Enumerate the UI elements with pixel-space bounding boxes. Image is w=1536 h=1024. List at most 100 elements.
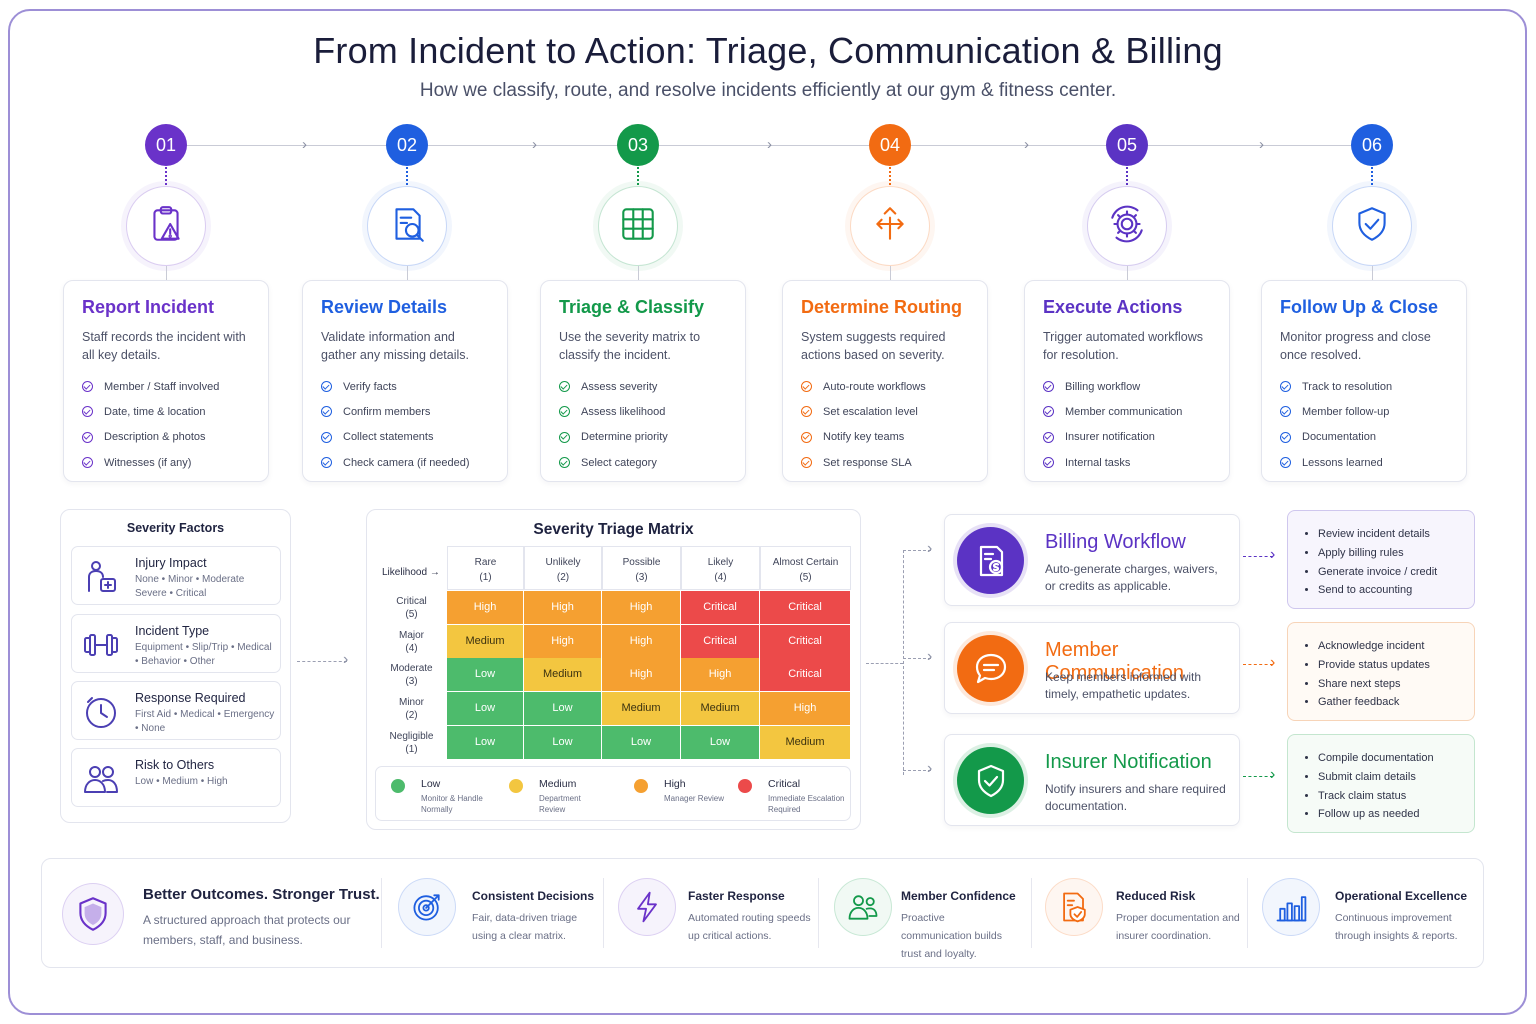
severity-factor-name: Incident Type xyxy=(135,624,210,638)
page-title: From Incident to Action: Triage, Communi… xyxy=(313,30,1223,71)
checklist-item-label: Determine priority xyxy=(581,431,668,444)
severity-name: Negligible xyxy=(389,731,434,742)
checklist-item-label: Documentation xyxy=(1302,431,1376,444)
severity-score: (3) xyxy=(405,676,418,687)
likelihood-name: Rare xyxy=(474,557,497,568)
workflow-step-item: Share next steps xyxy=(1318,675,1474,694)
severity-name: Major xyxy=(398,630,424,641)
checklist-item: Select category xyxy=(559,450,729,475)
likelihood-name: Almost Certain xyxy=(772,557,839,568)
checklist-item-label: Witnesses (if any) xyxy=(104,456,192,469)
check-circle-icon xyxy=(559,381,570,393)
matrix-cell: Critical xyxy=(760,658,850,691)
target-icon xyxy=(398,878,456,936)
check-circle-icon xyxy=(82,457,93,469)
matrix-cell: Medium xyxy=(760,726,850,759)
checklist-item-label: Member follow-up xyxy=(1302,405,1390,418)
severity-factors-title: Severity Factors xyxy=(126,521,225,535)
workflow-description: Notify insurers and share required docum… xyxy=(1045,782,1226,813)
matrix-row-header: Major(4) xyxy=(376,629,447,655)
check-circle-icon xyxy=(801,406,812,418)
likelihood-score: (4) xyxy=(714,572,727,583)
step-card-connector xyxy=(166,266,167,280)
matrix-cell: Low xyxy=(447,658,523,691)
legend-level-action: Monitor & Handle Normally xyxy=(421,794,483,814)
outcome-description: Fair, data-driven triage using a clear m… xyxy=(472,912,578,942)
checklist-item-label: Confirm members xyxy=(343,405,431,418)
outcome-divider xyxy=(1031,878,1032,948)
workflow-steps: Acknowledge incidentProvide status updat… xyxy=(1318,637,1474,712)
checklist-item-label: Set escalation level xyxy=(823,405,918,418)
outcome-description: Proactive communication builds trust and… xyxy=(901,912,1002,960)
legend-level-name: Low xyxy=(421,778,441,790)
legend-swatch xyxy=(738,779,752,793)
workflow-steps-connector xyxy=(1243,664,1273,665)
checklist-item: Auto-route workflows xyxy=(801,374,971,399)
matrix-row-header: Moderate(3) xyxy=(376,662,447,688)
matrix-cell: Low xyxy=(447,692,523,725)
step-icon-circle xyxy=(1087,186,1167,266)
workflow-steps-connector xyxy=(1243,776,1273,777)
likelihood-name: Unlikely xyxy=(545,557,581,568)
step-icon-circle xyxy=(126,186,206,266)
step-title: Triage & Classify xyxy=(559,297,705,317)
check-circle-icon xyxy=(82,381,93,393)
workflow-branch-arrow xyxy=(903,550,931,551)
step-chevron-icon: › xyxy=(532,136,537,153)
step-number-badge: 06 xyxy=(1351,124,1393,166)
likelihood-score: (1) xyxy=(479,572,492,583)
checklist-item-label: Set response SLA xyxy=(823,456,912,469)
outcome-description: Continuous improvement through insights … xyxy=(1335,912,1458,942)
clock-icon xyxy=(80,691,122,733)
matrix-cell: High xyxy=(524,591,601,624)
severity-score: (5) xyxy=(405,609,418,620)
matrix-to-workflows-connector xyxy=(866,663,903,664)
checklist-item: Date, time & location xyxy=(82,399,252,424)
severity-name: Critical xyxy=(396,596,427,607)
workflow-step-item: Compile documentation xyxy=(1318,749,1474,768)
step-chevron-icon: › xyxy=(302,136,307,153)
checklist-item-label: Notify key teams xyxy=(823,431,905,444)
lightning-icon xyxy=(618,878,676,936)
step-description: Validate information and gather any miss… xyxy=(321,330,469,362)
checklist-item: Set response SLA xyxy=(801,450,971,475)
step-dotted-connector xyxy=(1371,167,1373,185)
matrix-cell: Critical xyxy=(760,625,850,658)
step-number-badge: 02 xyxy=(386,124,428,166)
severity-name: Minor xyxy=(398,697,424,708)
matrix-cell: Medium xyxy=(524,658,601,691)
outcome-title: Consistent Decisions xyxy=(472,889,595,903)
legend-level-action: Department Review xyxy=(539,794,581,814)
checklist-item: Witnesses (if any) xyxy=(82,450,252,475)
step-icon-circle xyxy=(598,186,678,266)
checklist-item-label: Collect statements xyxy=(343,431,434,444)
workflow-steps-list: Compile documentationSubmit claim detail… xyxy=(1287,734,1475,833)
checklist-item-label: Lessons learned xyxy=(1302,456,1383,469)
workflow-branch-arrow xyxy=(903,658,931,659)
step-title: Review Details xyxy=(321,297,448,317)
severity-factor-options: Low • Medium • High xyxy=(135,776,228,787)
shield-icon xyxy=(62,883,124,945)
outcome-divider xyxy=(1247,878,1248,948)
checklist-item-label: Member communication xyxy=(1065,405,1183,418)
step-chevron-icon: › xyxy=(1024,136,1029,153)
matrix-cell: Low xyxy=(447,726,523,759)
workflow-step-item: Provide status updates xyxy=(1318,656,1474,675)
matrix-cell: Critical xyxy=(760,591,850,624)
outcome-title: Operational Excellence xyxy=(1335,889,1468,903)
legend-swatch xyxy=(634,779,648,793)
outcome-title: Faster Response xyxy=(688,889,785,903)
checklist-item: Billing workflow xyxy=(1043,374,1213,399)
check-circle-icon xyxy=(1043,406,1054,418)
check-circle-icon xyxy=(559,431,570,443)
check-circle-icon xyxy=(559,457,570,469)
matrix-row-header: Minor(2) xyxy=(376,696,447,722)
checklist-item-label: Member / Staff involved xyxy=(104,380,220,393)
checklist-item: Verify facts xyxy=(321,374,491,399)
document-search-icon xyxy=(386,203,428,250)
checklist-item: Insurer notification xyxy=(1043,425,1213,450)
